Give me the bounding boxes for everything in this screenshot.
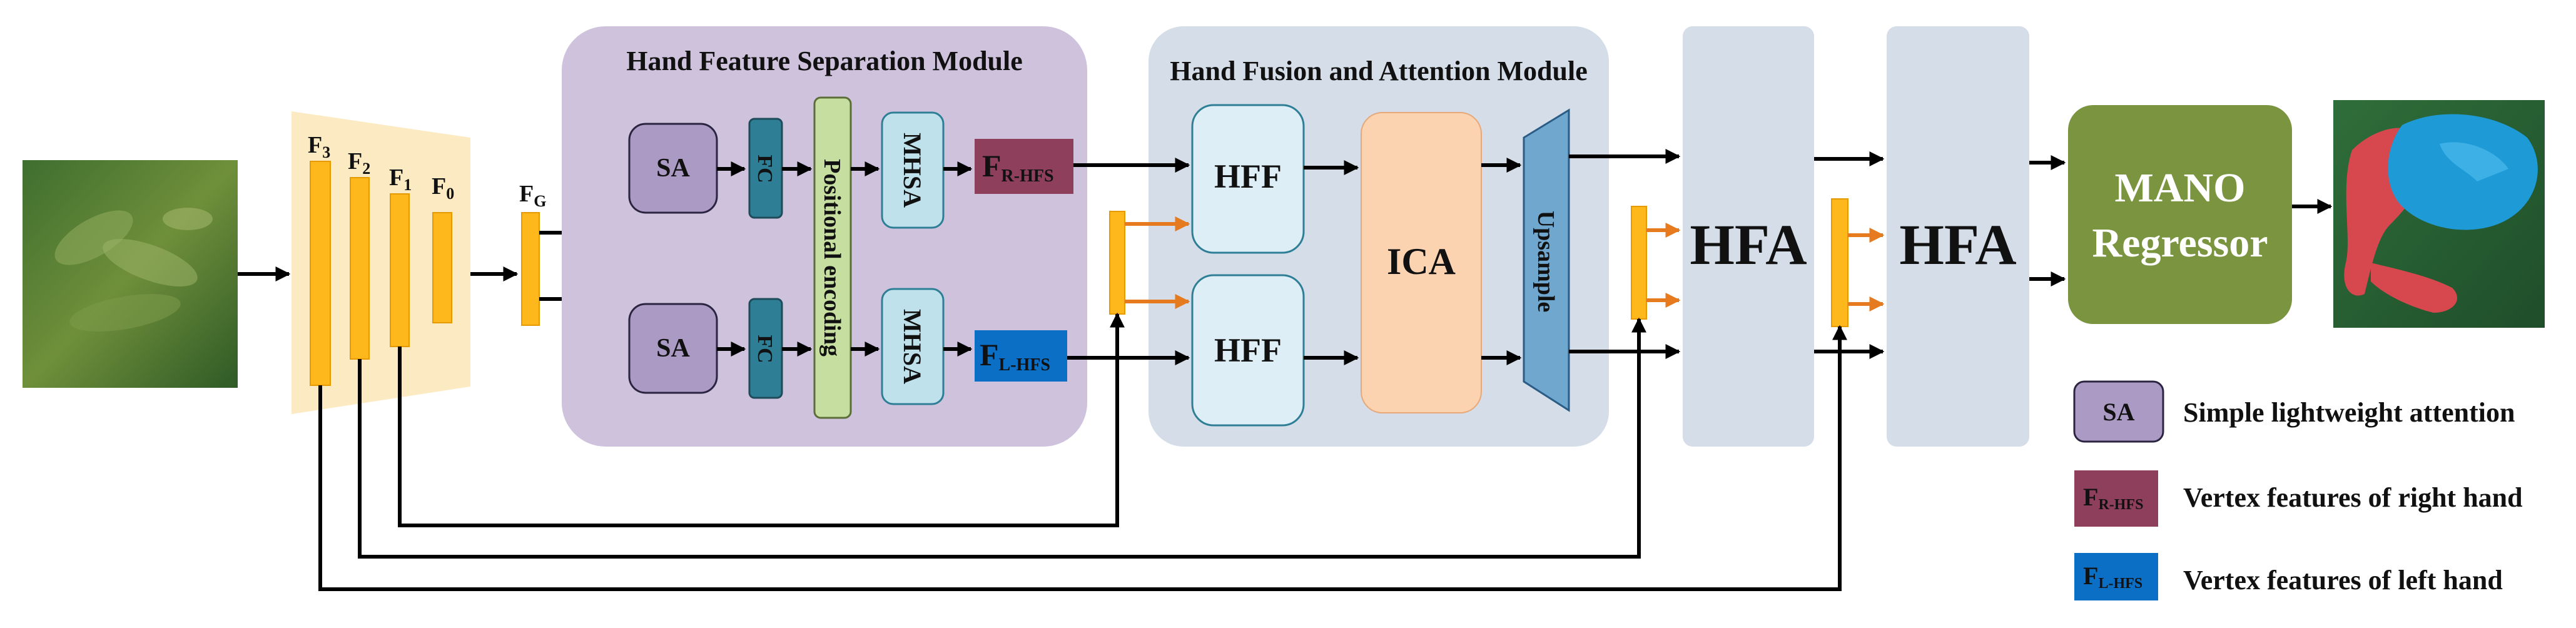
- legend-sa-key: SA: [2102, 398, 2134, 426]
- mano-label-line2: Regressor: [2092, 220, 2268, 266]
- mhsa-bottom-label: MHSA: [898, 309, 926, 384]
- fr-hfs-label: FR-HFS: [982, 148, 1054, 186]
- f1-label: F1: [389, 165, 412, 194]
- positional-encoding-block: [813, 96, 852, 419]
- legend-fr-key: FR-HFS: [2083, 483, 2143, 513]
- upsample-label: Upsample: [1533, 211, 1559, 313]
- hfa-2-label: HFA: [1899, 213, 2016, 276]
- f3-label: F3: [308, 132, 330, 161]
- legend-sa-swatch: [2073, 380, 2164, 443]
- legend: SA Simple lightweight attention FR-HFS V…: [2073, 380, 2523, 600]
- mhsa-block-bottom: [881, 288, 945, 405]
- fusion-feature-bar-3: [1831, 198, 1848, 327]
- fr-hfs-block: [975, 139, 1073, 194]
- upsample-block: [1523, 108, 1570, 412]
- ica-block: [1361, 112, 1482, 413]
- hff-top-label: HFF: [1214, 158, 1282, 195]
- input-hand-image: [23, 160, 238, 388]
- legend-fr-swatch: [2074, 470, 2158, 527]
- legend-fl-swatch: [2074, 553, 2158, 600]
- legend-sa-text: Simple lightweight attention: [2183, 397, 2515, 428]
- f2-label: F2: [348, 148, 370, 178]
- hfam-module-title: Hand Fusion and Attention Module: [1170, 56, 1588, 86]
- hff-bottom-label: HFF: [1214, 332, 1282, 369]
- fg-label: FG: [519, 181, 546, 210]
- mano-regressor-block: [2068, 105, 2292, 324]
- f1-bar: [390, 193, 410, 347]
- f2-bar: [350, 177, 370, 360]
- ica-label: ICA: [1387, 241, 1456, 282]
- mhsa-top-label: MHSA: [898, 133, 926, 208]
- hfs-module-title: Hand Feature Separation Module: [626, 46, 1023, 76]
- sa-top-label: SA: [656, 154, 690, 183]
- f3-bar: [310, 161, 331, 386]
- f0-label: F0: [432, 173, 454, 203]
- legend-fr-text: Vertex features of right hand: [2183, 482, 2523, 513]
- hfa-block-2: [1887, 26, 2029, 447]
- fusion-feature-bar-1: [1109, 211, 1125, 315]
- hff-block-bottom: [1191, 274, 1305, 427]
- hff-block-top: [1191, 104, 1305, 254]
- fusion-feature-bar-2: [1631, 206, 1647, 320]
- fg-bar: [521, 212, 540, 326]
- legend-fl-key: FL-HFS: [2083, 562, 2142, 592]
- sa-bottom-label: SA: [656, 334, 690, 363]
- backbone-encoder: [292, 111, 470, 414]
- fl-hfs-label: FL-HFS: [980, 337, 1050, 375]
- fc-top-label: FC: [753, 154, 776, 183]
- hfa-1-label: HFA: [1690, 213, 1807, 276]
- mano-label-line1: MANO: [2115, 165, 2246, 211]
- hfa-block-1: [1683, 26, 1814, 447]
- positional-encoding-label: Positional encoding: [819, 159, 845, 357]
- fl-hfs-block: [975, 330, 1067, 382]
- fc-bottom-label: FC: [753, 335, 776, 363]
- f0-bar: [432, 212, 452, 323]
- output-hand-mesh-image: [2333, 100, 2545, 328]
- legend-fl-text: Vertex features of left hand: [2183, 565, 2503, 595]
